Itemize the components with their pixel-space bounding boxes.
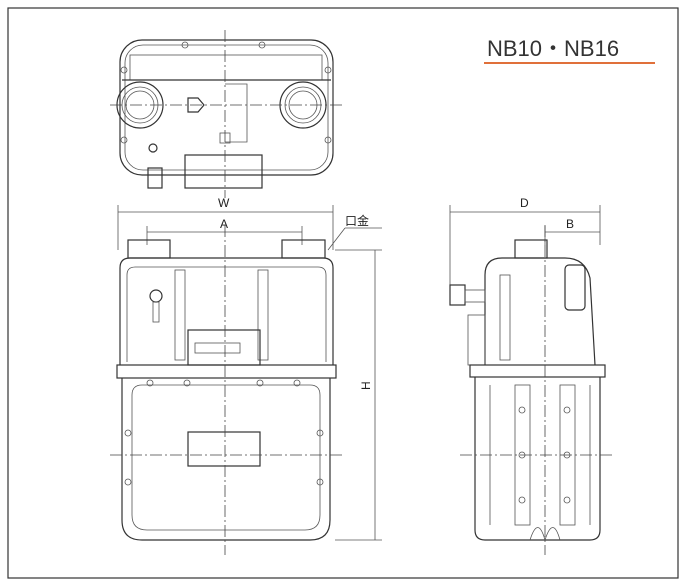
side-view (449, 205, 615, 555)
dimension-b-label: B (566, 217, 574, 231)
dimension-h-label: H (359, 381, 373, 390)
fitting-label: 口金 (345, 213, 369, 228)
dimension-w-label: W (218, 196, 230, 210)
dimension-d-label: D (520, 196, 529, 210)
model-title: NB10・NB16 (487, 36, 619, 61)
frame-border (7, 7, 679, 579)
dimension-a-label: A (220, 217, 228, 231)
top-view (110, 30, 345, 198)
front-view (110, 205, 382, 555)
